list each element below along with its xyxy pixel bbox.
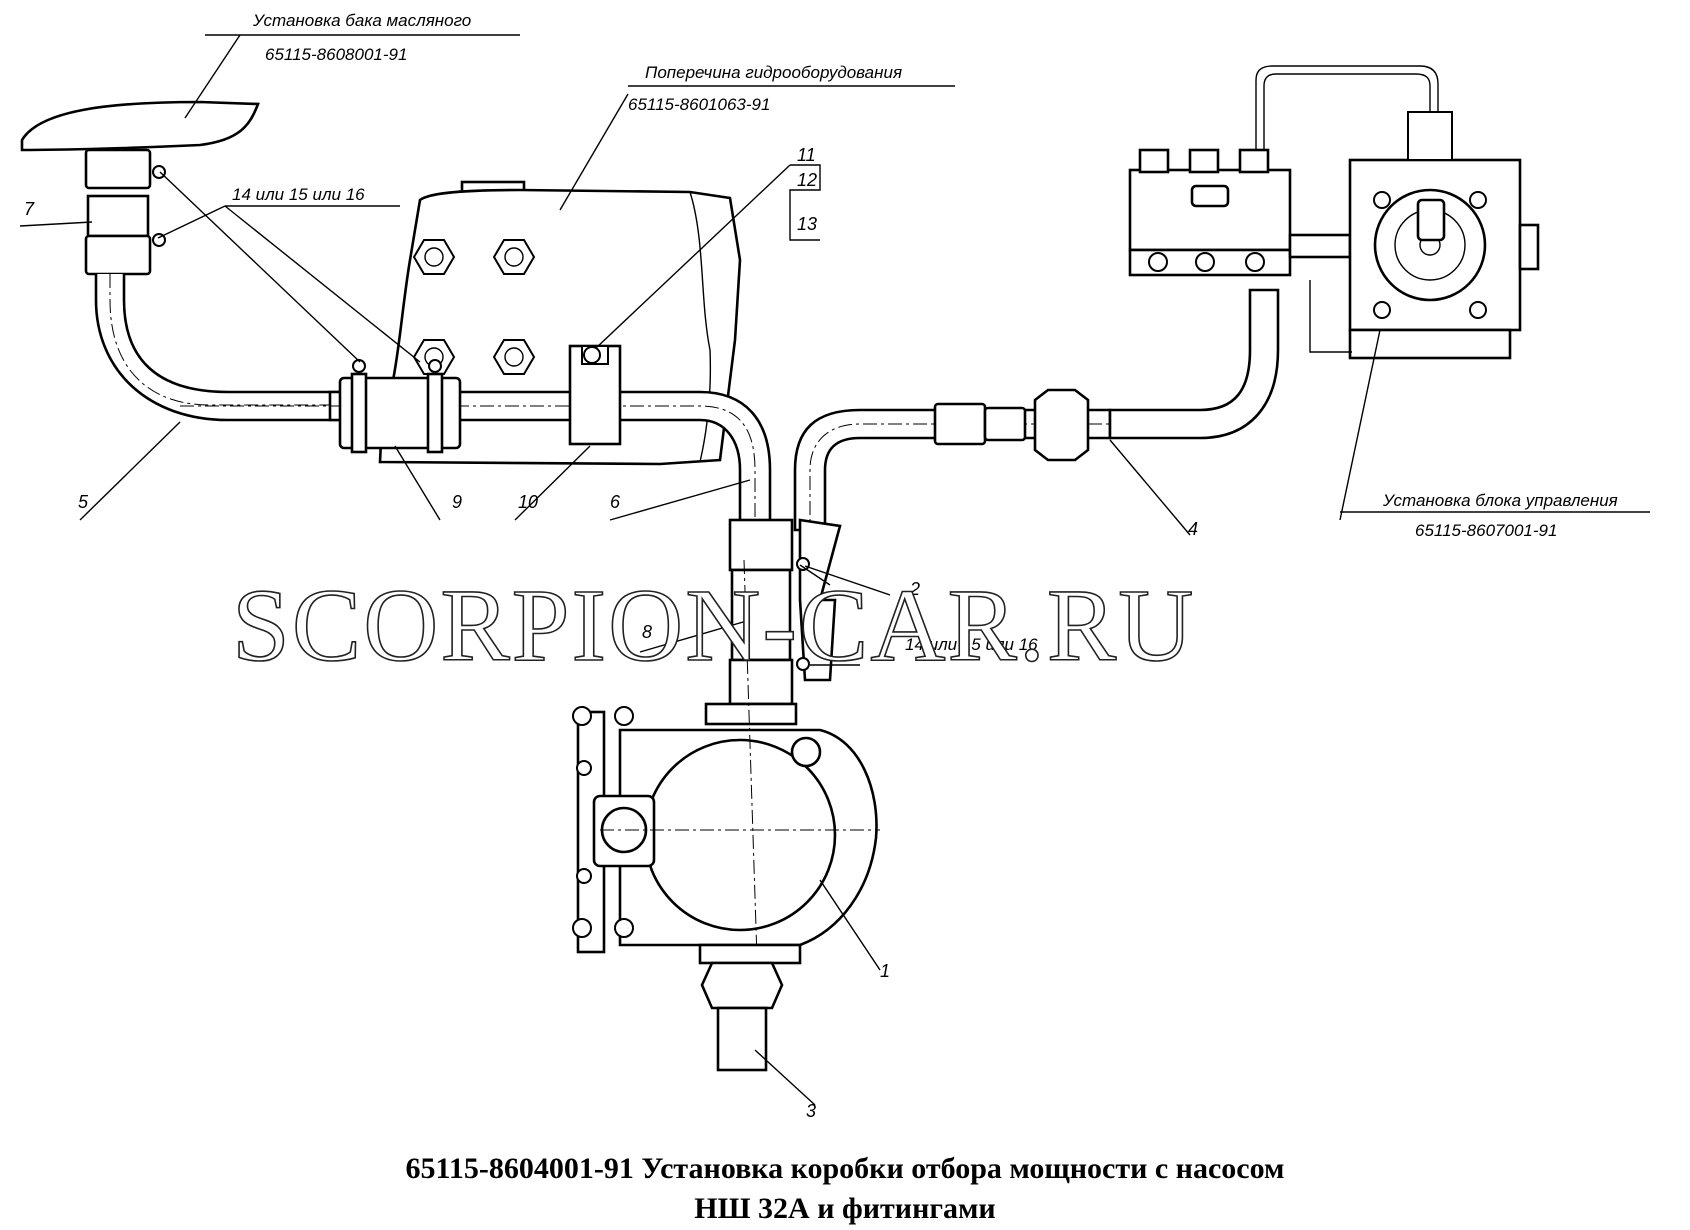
callout-2: 2 — [909, 579, 920, 599]
power-takeoff-box — [572, 559, 880, 1072]
crossbar-bolts — [412, 239, 536, 375]
callout-12: 12 — [797, 170, 817, 190]
control-block — [1128, 65, 1540, 521]
title-line-1: 65115-8604001-91 Установка коробки отбор… — [406, 1152, 1285, 1185]
callout-3: 3 — [806, 1101, 816, 1121]
watermark: SCORPION-CAR.RU — [232, 568, 1195, 683]
crossbar-name: Поперечина гидрооборудования — [645, 63, 902, 82]
callout-11: 11 — [797, 145, 816, 165]
callout-10: 10 — [518, 492, 538, 512]
pressure-hose-4 — [793, 288, 1280, 540]
callout-6: 6 — [610, 492, 621, 512]
oil-tank — [20, 34, 260, 152]
title-line-2: НШ 32А и фитингами — [694, 1192, 995, 1225]
callout-13: 13 — [797, 214, 817, 234]
oil-tank-name: Установка бака масляного — [252, 11, 471, 30]
callout-1: 1 — [880, 961, 890, 981]
horizontal-pipe-assembly — [180, 344, 772, 540]
suction-pipe-5 — [94, 274, 370, 422]
clamp-note-top: 14 или 15 или 16 — [232, 185, 365, 204]
control-block-code: 65115-8607001-91 — [1415, 521, 1557, 540]
callout-7: 7 — [24, 199, 35, 219]
leader-lines — [19, 34, 1650, 1106]
callout-8: 8 — [642, 622, 652, 642]
tank-outlet-clamp — [84, 148, 166, 276]
callout-5: 5 — [78, 492, 89, 512]
callout-4: 4 — [1188, 519, 1198, 539]
clamp-note-bottom: 14 или 15 или 16 — [905, 635, 1038, 654]
oil-tank-code: 65115-8608001-91 — [265, 45, 407, 64]
control-block-name: Установка блока управления — [1382, 491, 1618, 510]
crossbar-code: 65115-8601063-91 — [628, 95, 770, 114]
callout-9: 9 — [452, 492, 462, 512]
